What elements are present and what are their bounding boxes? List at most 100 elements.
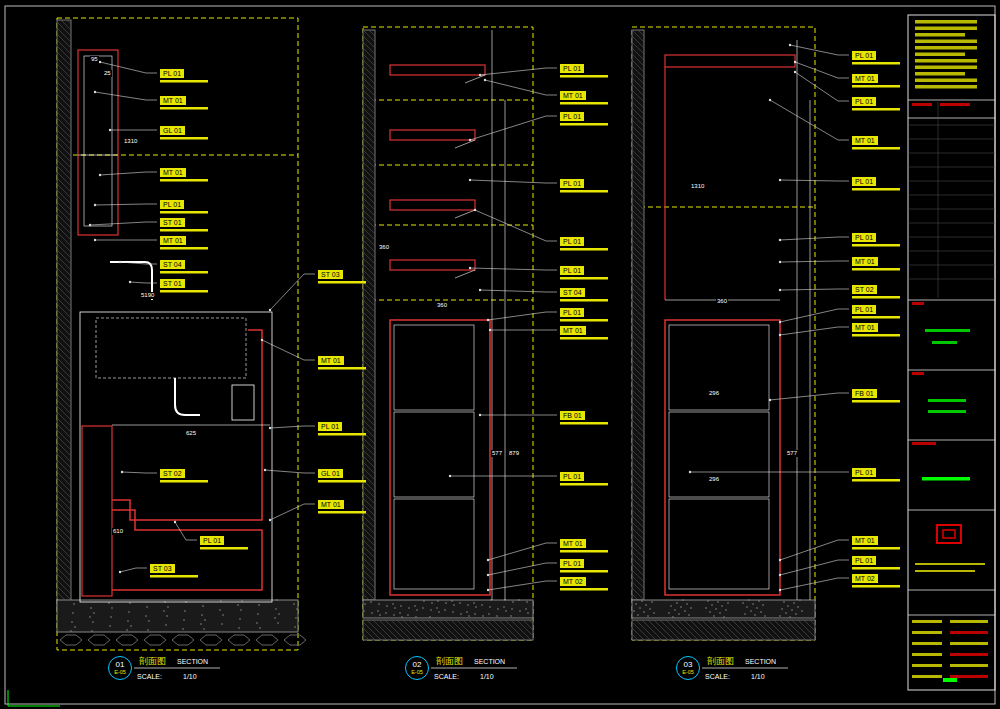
concrete-dot bbox=[756, 607, 758, 609]
drawn-rect bbox=[915, 570, 975, 572]
material-tag: MT 01 bbox=[318, 500, 344, 509]
material-tag: FB 01 bbox=[852, 389, 877, 398]
drawn-line bbox=[690, 620, 710, 640]
drawn-rect bbox=[390, 130, 475, 140]
leader-line bbox=[780, 237, 849, 240]
drawn-line bbox=[363, 348, 375, 360]
drawn-line bbox=[632, 408, 644, 420]
drawn-line bbox=[363, 90, 375, 102]
material-code: ST 02 bbox=[855, 285, 874, 294]
concrete-dot bbox=[653, 612, 655, 614]
drawn-line bbox=[632, 222, 644, 234]
drawn-rect bbox=[390, 260, 475, 270]
leader-line bbox=[488, 563, 557, 575]
dimension: 1310 bbox=[690, 183, 705, 190]
concrete-dot bbox=[277, 622, 279, 624]
concrete-dot bbox=[431, 602, 433, 604]
drawn-line bbox=[57, 586, 71, 600]
drawn-line bbox=[57, 508, 71, 522]
drawn-line bbox=[57, 346, 71, 360]
drawn-line bbox=[632, 258, 644, 270]
drawn-line bbox=[632, 282, 644, 294]
concrete-dot bbox=[278, 613, 280, 615]
drawn-line bbox=[363, 588, 375, 600]
dimension: 5190 bbox=[140, 292, 155, 299]
concrete-dot bbox=[764, 615, 766, 617]
drawn-line bbox=[632, 72, 644, 84]
leader-line bbox=[780, 309, 849, 322]
material-tag: MT 01 bbox=[560, 326, 586, 335]
material-code: MT 01 bbox=[855, 136, 875, 145]
drawn-line bbox=[702, 668, 788, 669]
drawn-line bbox=[57, 154, 71, 168]
drawn-line bbox=[632, 384, 644, 396]
drawn-rect bbox=[632, 30, 644, 600]
drawn-line bbox=[664, 67, 665, 300]
drawn-line bbox=[57, 412, 71, 426]
drawn-line bbox=[363, 186, 375, 198]
drawn-line bbox=[431, 668, 517, 669]
leader-line bbox=[485, 80, 557, 95]
drawn-rect bbox=[912, 653, 942, 656]
drawn-line bbox=[363, 78, 375, 90]
drawn-line bbox=[363, 552, 375, 564]
concrete-dot bbox=[393, 614, 395, 616]
material-code: MT 01 bbox=[855, 257, 875, 266]
concrete-dot bbox=[408, 607, 410, 609]
drawn-line bbox=[57, 478, 71, 492]
drawn-line bbox=[908, 251, 995, 252]
drawn-rect bbox=[937, 525, 961, 543]
drawn-rect bbox=[57, 20, 71, 610]
drawn-rect bbox=[950, 664, 988, 667]
drawn-line bbox=[363, 165, 533, 166]
concrete-dot bbox=[293, 603, 295, 605]
concrete-dot bbox=[779, 615, 781, 617]
drawn-rect bbox=[908, 15, 995, 690]
drawn-line bbox=[908, 118, 995, 119]
drawn-rect bbox=[57, 600, 298, 632]
concrete-dot bbox=[785, 612, 787, 614]
drawn-line bbox=[632, 240, 644, 252]
concrete-dot bbox=[460, 613, 462, 615]
leader-line bbox=[480, 68, 557, 75]
cabinet-outline bbox=[112, 510, 262, 590]
drawn-line bbox=[632, 480, 644, 492]
material-tag: MT 01 bbox=[560, 539, 586, 548]
drawn-line bbox=[908, 153, 995, 154]
drawn-line bbox=[632, 144, 644, 156]
drawn-line bbox=[57, 382, 71, 396]
drawn-rect bbox=[912, 442, 936, 445]
drawn-line bbox=[57, 430, 71, 444]
drawn-rect bbox=[560, 123, 608, 126]
concrete-dot bbox=[385, 612, 387, 614]
concrete-dot bbox=[797, 606, 799, 608]
drawn-line bbox=[57, 220, 71, 234]
material-code: PL 01 bbox=[563, 237, 581, 246]
concrete-dot bbox=[705, 607, 707, 609]
concrete-dot bbox=[672, 616, 674, 618]
concrete-dot bbox=[750, 610, 752, 612]
material-code: MT 01 bbox=[855, 323, 875, 332]
drawn-line bbox=[57, 155, 298, 156]
drawn-line bbox=[632, 330, 644, 342]
leader-line bbox=[690, 472, 849, 473]
concrete-dot bbox=[676, 602, 678, 604]
concrete-dot bbox=[527, 612, 529, 614]
concrete-dot bbox=[258, 604, 260, 606]
dimension: 360 bbox=[716, 298, 728, 305]
concrete-dot bbox=[430, 609, 432, 611]
concrete-dot bbox=[510, 615, 512, 617]
material-code: MT 01 bbox=[321, 500, 341, 509]
leader-dot bbox=[779, 559, 781, 561]
concrete-dot bbox=[668, 612, 670, 614]
drawn-rect bbox=[950, 642, 988, 645]
material-code: ST 02 bbox=[163, 469, 182, 478]
drawn-line bbox=[363, 72, 375, 84]
concrete-dot bbox=[415, 616, 417, 618]
drawn-line bbox=[57, 376, 71, 390]
drawn-line bbox=[632, 456, 644, 468]
drawn-rect bbox=[160, 247, 208, 250]
drawn-line bbox=[632, 564, 644, 576]
drawn-rect bbox=[915, 40, 977, 44]
